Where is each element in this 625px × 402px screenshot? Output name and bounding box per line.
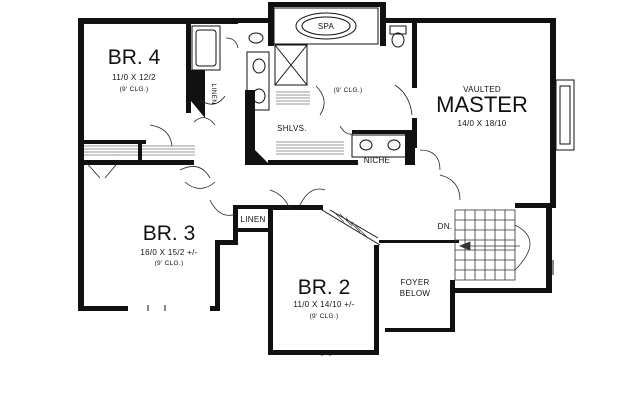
br3-clg: (9' CLG.)	[155, 260, 184, 267]
br2-name: BR. 2	[298, 276, 351, 299]
niche-label: NICHE	[364, 156, 390, 165]
shelves-label: SHLVS.	[277, 124, 307, 133]
fixtures	[84, 7, 531, 281]
br4-name: BR. 4	[108, 46, 161, 69]
down-label: DN.	[438, 222, 453, 231]
linen-lower-label: LINEN	[240, 215, 265, 224]
master-top-label: VAULTED	[463, 85, 501, 94]
master-dims: 14/0 X 18/10	[458, 119, 507, 128]
br3-dims: 16/0 X 15/2 +/-	[140, 248, 197, 257]
walls	[78, 2, 575, 355]
master-name: MASTER	[436, 92, 528, 117]
br3-name: BR. 3	[143, 222, 196, 245]
br4-clg: (9' CLG.)	[120, 86, 149, 93]
br2-dims: 11/0 X 14/10 +/-	[293, 300, 354, 309]
linen-upper-label: LINEN	[210, 84, 217, 105]
windows	[147, 260, 554, 356]
spa-label: SPA	[318, 22, 335, 31]
doors	[83, 37, 461, 216]
foyer-line1: FOYER	[400, 278, 429, 287]
br2-clg: (9' CLG.)	[310, 313, 339, 320]
bath-clg: (9' CLG.)	[334, 87, 363, 94]
br4-dims: 11/0 X 12/2	[112, 73, 156, 82]
foyer-line2: BELOW	[400, 289, 431, 298]
